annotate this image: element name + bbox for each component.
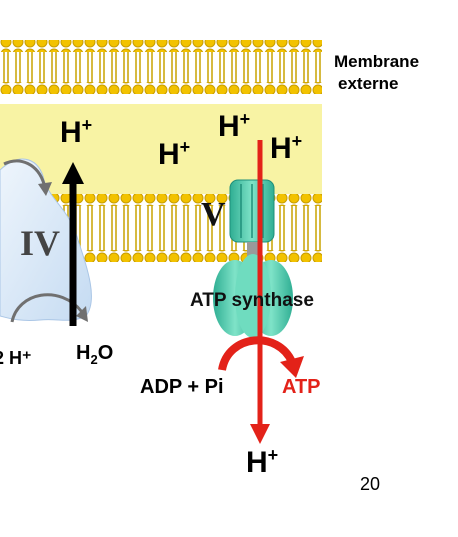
adp-pi-label: ADP + Pi — [140, 376, 224, 398]
proton-label-iv-top: H+ — [60, 115, 93, 149]
proton-label-synthase-top: H+ — [218, 109, 251, 143]
atp-synthase-fo — [229, 179, 275, 258]
proton-label-matrix: H+ — [246, 445, 279, 479]
complex-iv-shape — [0, 158, 92, 321]
water-label: H2O — [76, 342, 114, 367]
complex-v-label: V — [201, 196, 226, 233]
page-number: 20 — [360, 474, 381, 494]
outer-membrane — [0, 40, 322, 94]
membrane-label-line2: externe — [338, 74, 399, 93]
proton-label-bottom-left: 2 H⁺ — [0, 348, 32, 368]
adp-to-atp-arrow — [218, 336, 296, 371]
atp-synthase-label: ATP synthase — [190, 290, 314, 311]
proton-label-middle: H+ — [158, 137, 191, 171]
atp-label: ATP — [282, 376, 321, 398]
proton-label-right: H+ — [270, 131, 303, 165]
intermembrane-space — [0, 104, 322, 194]
complex-iv-label: IV — [20, 223, 61, 263]
complex-iv-curved-arrow-top — [3, 159, 46, 185]
membrane-label-line1: Membrane — [334, 52, 420, 71]
